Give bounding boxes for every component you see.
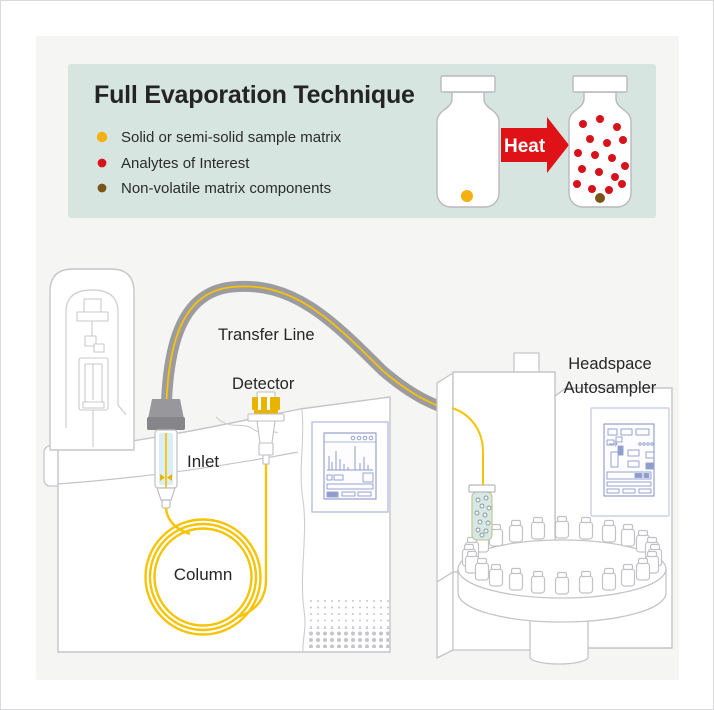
- red-dot-icon: [97, 158, 107, 168]
- yellow-dot-icon: [96, 131, 108, 143]
- detector-label: Detector: [232, 375, 295, 393]
- legend-item-nonvolatile: Non-volatile matrix components: [96, 178, 331, 198]
- legend-panel: Full Evaporation Technique Solid or semi…: [68, 64, 656, 218]
- headspace-autosampler-label: Headspace Autosampler: [540, 353, 680, 401]
- transfer-line-label: Transfer Line: [218, 326, 315, 344]
- column-label: Column: [173, 565, 233, 584]
- brown-dot-icon: [97, 183, 107, 193]
- legend-item-label: Solid or semi-solid sample matrix: [121, 128, 342, 146]
- legend-item-label: Analytes of Interest: [121, 154, 250, 172]
- legend-item-sample-matrix: Solid or semi-solid sample matrix: [96, 127, 341, 147]
- headspace-label-line1: Headspace: [568, 355, 652, 373]
- legend-title: Full Evaporation Technique: [94, 81, 415, 109]
- legend-item-label: Non-volatile matrix components: [121, 179, 332, 197]
- legend-item-analytes: Analytes of Interest: [96, 153, 249, 173]
- inlet-label: Inlet: [187, 452, 220, 471]
- headspace-label-line2: Autosampler: [563, 378, 657, 397]
